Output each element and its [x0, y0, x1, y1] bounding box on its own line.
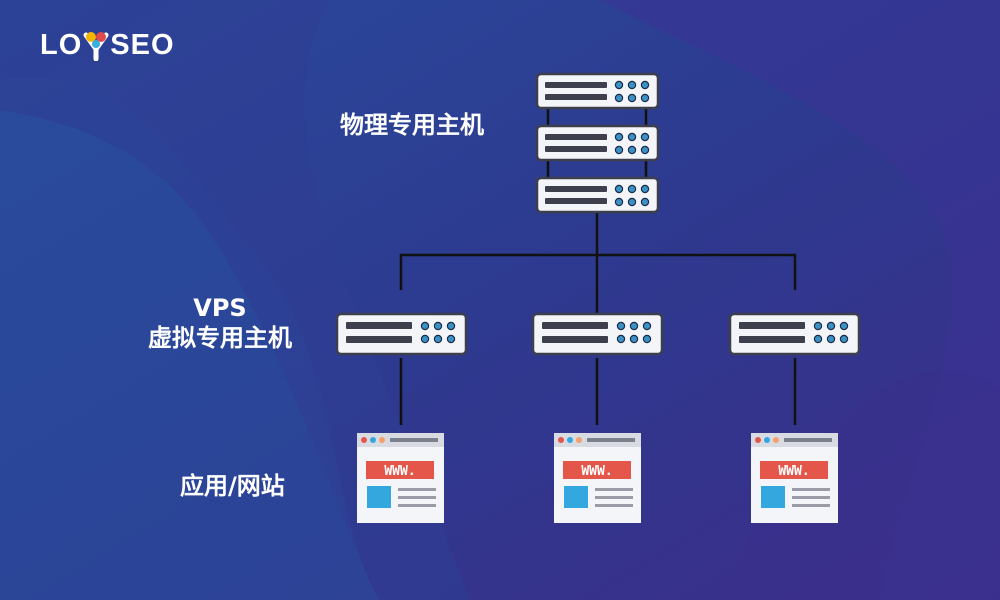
- vps-label-line1: VPS: [193, 294, 247, 322]
- website-3-icon: WWW.: [751, 433, 838, 523]
- apps-label: 应用/网站: [180, 472, 285, 500]
- website-2-badge: WWW.: [581, 464, 612, 479]
- physical-server-label: 物理专用主机: [340, 111, 484, 139]
- logo-pin-icon: [83, 32, 109, 61]
- website-3-badge: WWW.: [778, 464, 809, 479]
- vps-label-line2: 虚拟专用主机: [148, 324, 292, 352]
- vps-server-1-icon: [335, 312, 468, 356]
- server-rack-unit-1: [535, 72, 660, 110]
- server-rack-unit-2: [535, 124, 660, 162]
- vps-server-3-icon: [728, 312, 861, 356]
- logo-text-right: SEO: [110, 28, 175, 61]
- connector-lines: [399, 104, 797, 425]
- logo[interactable]: LO SEO: [40, 27, 175, 63]
- vps-label: VPS 虚拟专用主机: [130, 293, 310, 353]
- server-rack-unit-3: [535, 176, 660, 214]
- website-2-icon: WWW.: [554, 433, 641, 523]
- vps-server-2-icon: [531, 312, 664, 356]
- physical-server-icon: [535, 72, 660, 214]
- website-1-icon: WWW.: [357, 433, 444, 523]
- logo-text-left: LO: [40, 28, 83, 61]
- website-1-badge: WWW.: [384, 464, 415, 479]
